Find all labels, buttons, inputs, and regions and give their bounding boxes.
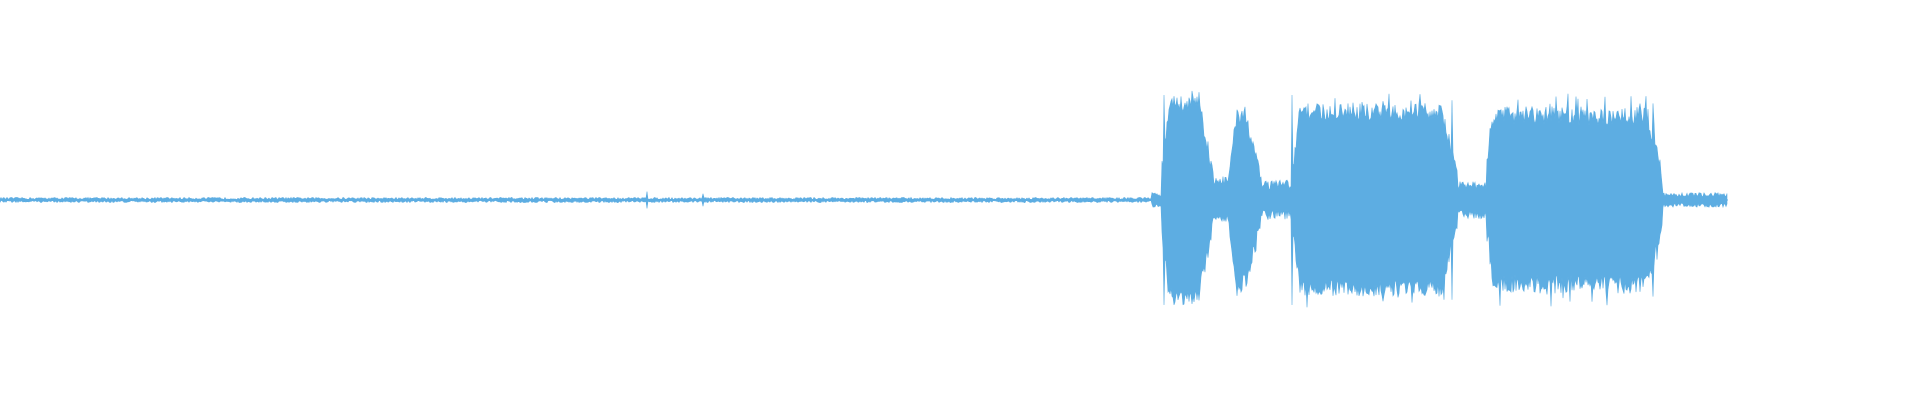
waveform-envelope	[0, 90, 1728, 308]
